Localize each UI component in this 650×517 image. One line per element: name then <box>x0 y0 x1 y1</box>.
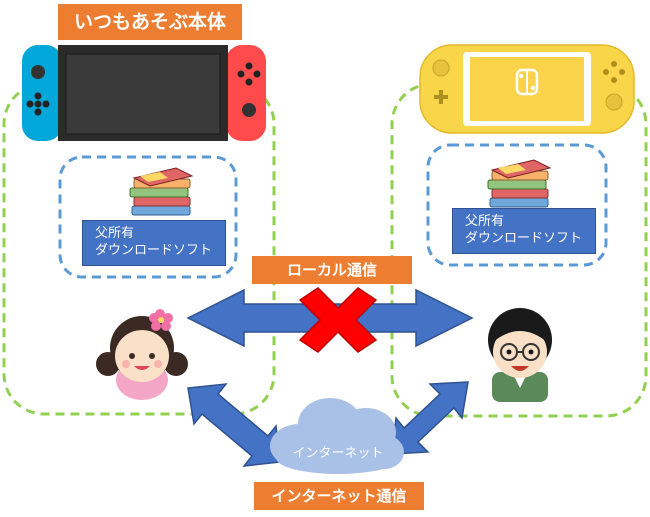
left-software-label: 父所有 ダウンロードソフト <box>82 220 226 266</box>
right-software-label: 父所有 ダウンロードソフト <box>452 208 596 254</box>
right-software-outline <box>426 143 608 267</box>
right-group-outline <box>390 82 648 418</box>
nintendo-switch-lite-icon <box>419 44 635 134</box>
blocked-x-icon <box>298 287 378 353</box>
flower-hair-icon <box>149 309 173 331</box>
game-stack-left-icon <box>129 167 194 216</box>
nintendo-switch-icon <box>22 45 266 141</box>
internet-cloud-icon <box>270 398 404 474</box>
left-software-line2: ダウンロードソフト <box>95 243 213 258</box>
right-software-line1: 父所有 <box>465 214 505 229</box>
father-avatar <box>488 308 552 402</box>
right-software-line2: ダウンロードソフト <box>465 231 583 246</box>
game-stack-right-icon <box>487 159 552 208</box>
left-software-line1: 父所有 <box>95 226 135 241</box>
internet-cloud-label: インターネット <box>292 446 384 461</box>
man-internet-arrow <box>391 381 469 455</box>
left-software-outline <box>58 155 238 279</box>
local-comm-label: ローカル通信 <box>252 256 412 284</box>
internet-comm-label: インターネット通信 <box>254 482 424 510</box>
girl-avatar <box>96 309 188 400</box>
page-title: いつもあそぶ本体 <box>58 4 242 40</box>
